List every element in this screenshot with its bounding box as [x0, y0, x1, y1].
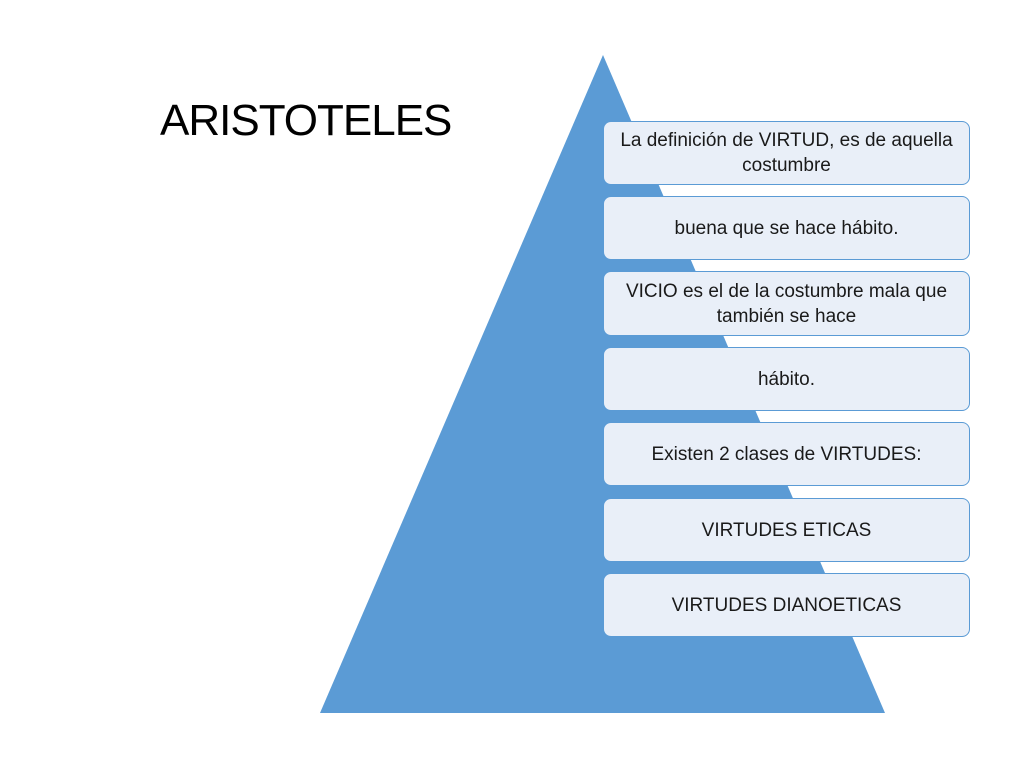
pyramid-level-7: VIRTUDES DIANOETICAS	[603, 573, 970, 637]
pyramid-level-1: La definición de VIRTUD, es de aquella c…	[603, 121, 970, 185]
pyramid-level-4: hábito.	[603, 347, 970, 411]
slide-title: ARISTOTELES	[160, 96, 452, 145]
pyramid-level-6: VIRTUDES ETICAS	[603, 498, 970, 562]
pyramid-level-3: VICIO es el de la costumbre mala que tam…	[603, 271, 970, 336]
pyramid-level-2: buena que se hace hábito.	[603, 196, 970, 260]
pyramid-level-5: Existen 2 clases de VIRTUDES:	[603, 422, 970, 486]
